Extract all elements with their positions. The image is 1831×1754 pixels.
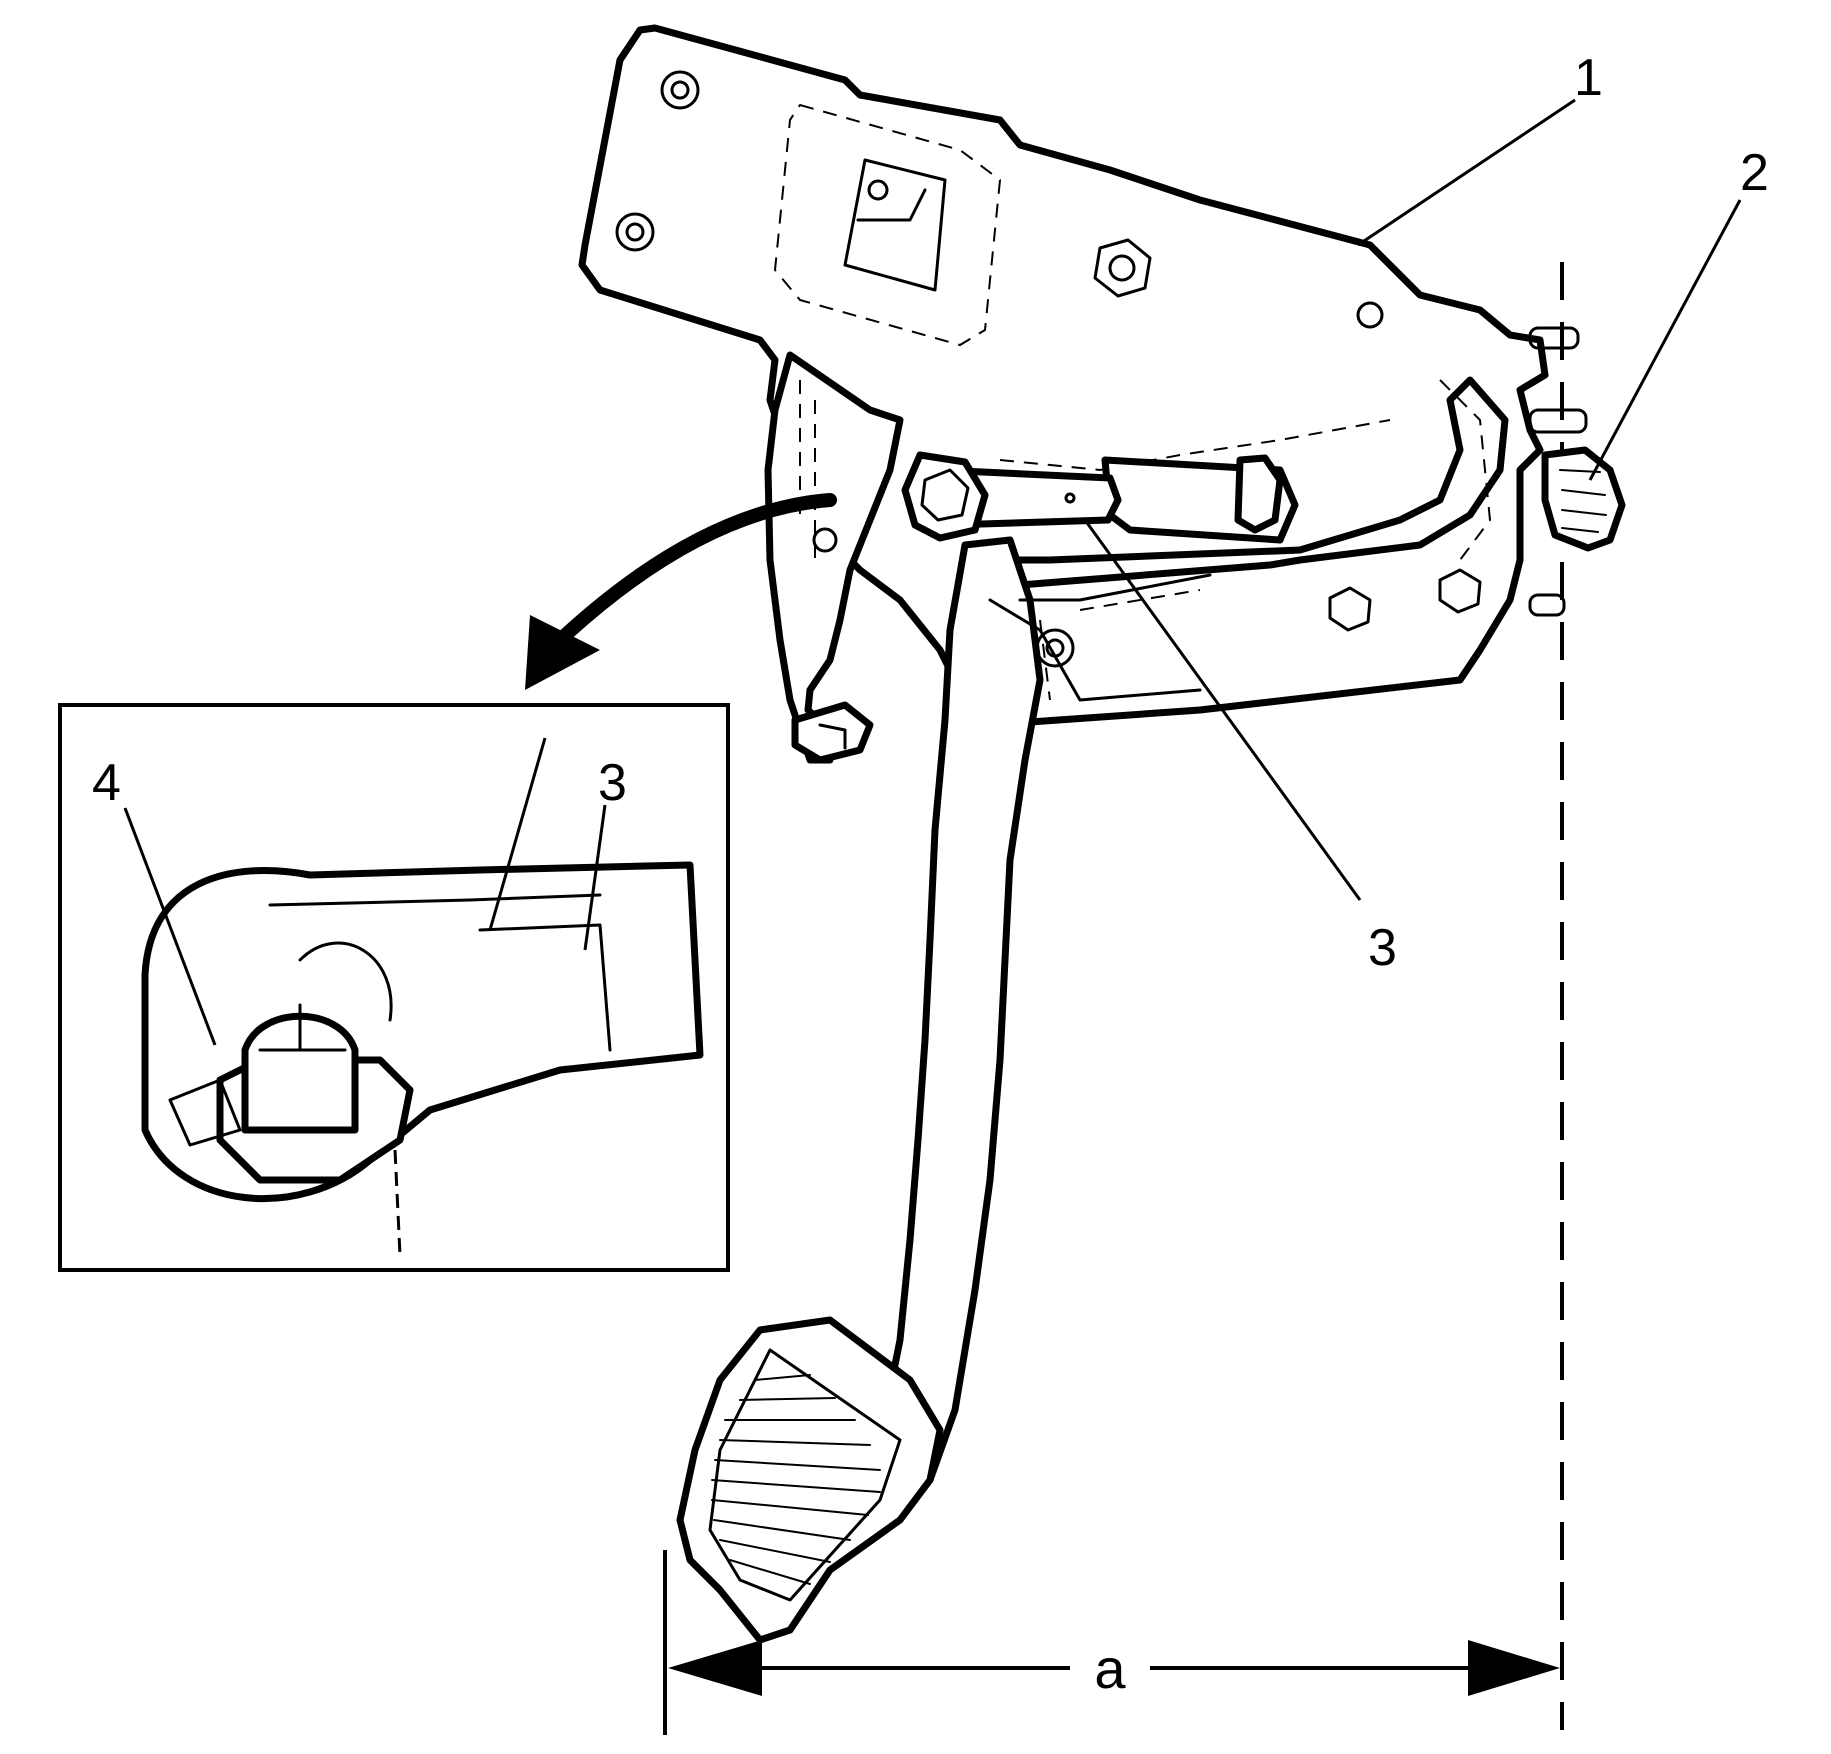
- callout-2: 2: [1740, 144, 1769, 202]
- detail-arrow: [525, 493, 837, 690]
- callout-4-detail: 4: [92, 754, 121, 812]
- dimension-label: a: [1094, 1637, 1126, 1700]
- detail-inset: [58, 703, 730, 1272]
- pedal-switch: [1541, 446, 1626, 552]
- pedal-bracket: [578, 24, 1588, 726]
- callout-3-main: 3: [1368, 919, 1397, 977]
- leader-lines: [123, 98, 1742, 1046]
- pedal-pad: [676, 1316, 944, 1644]
- callout-1: 1: [1574, 49, 1603, 107]
- dimension-a: a: [663, 1550, 1560, 1735]
- callout-3-detail: 3: [598, 754, 627, 812]
- pedal-pad-ribs: [711, 1374, 881, 1585]
- side-support-arm: [764, 351, 904, 764]
- pushrod: [901, 451, 1299, 544]
